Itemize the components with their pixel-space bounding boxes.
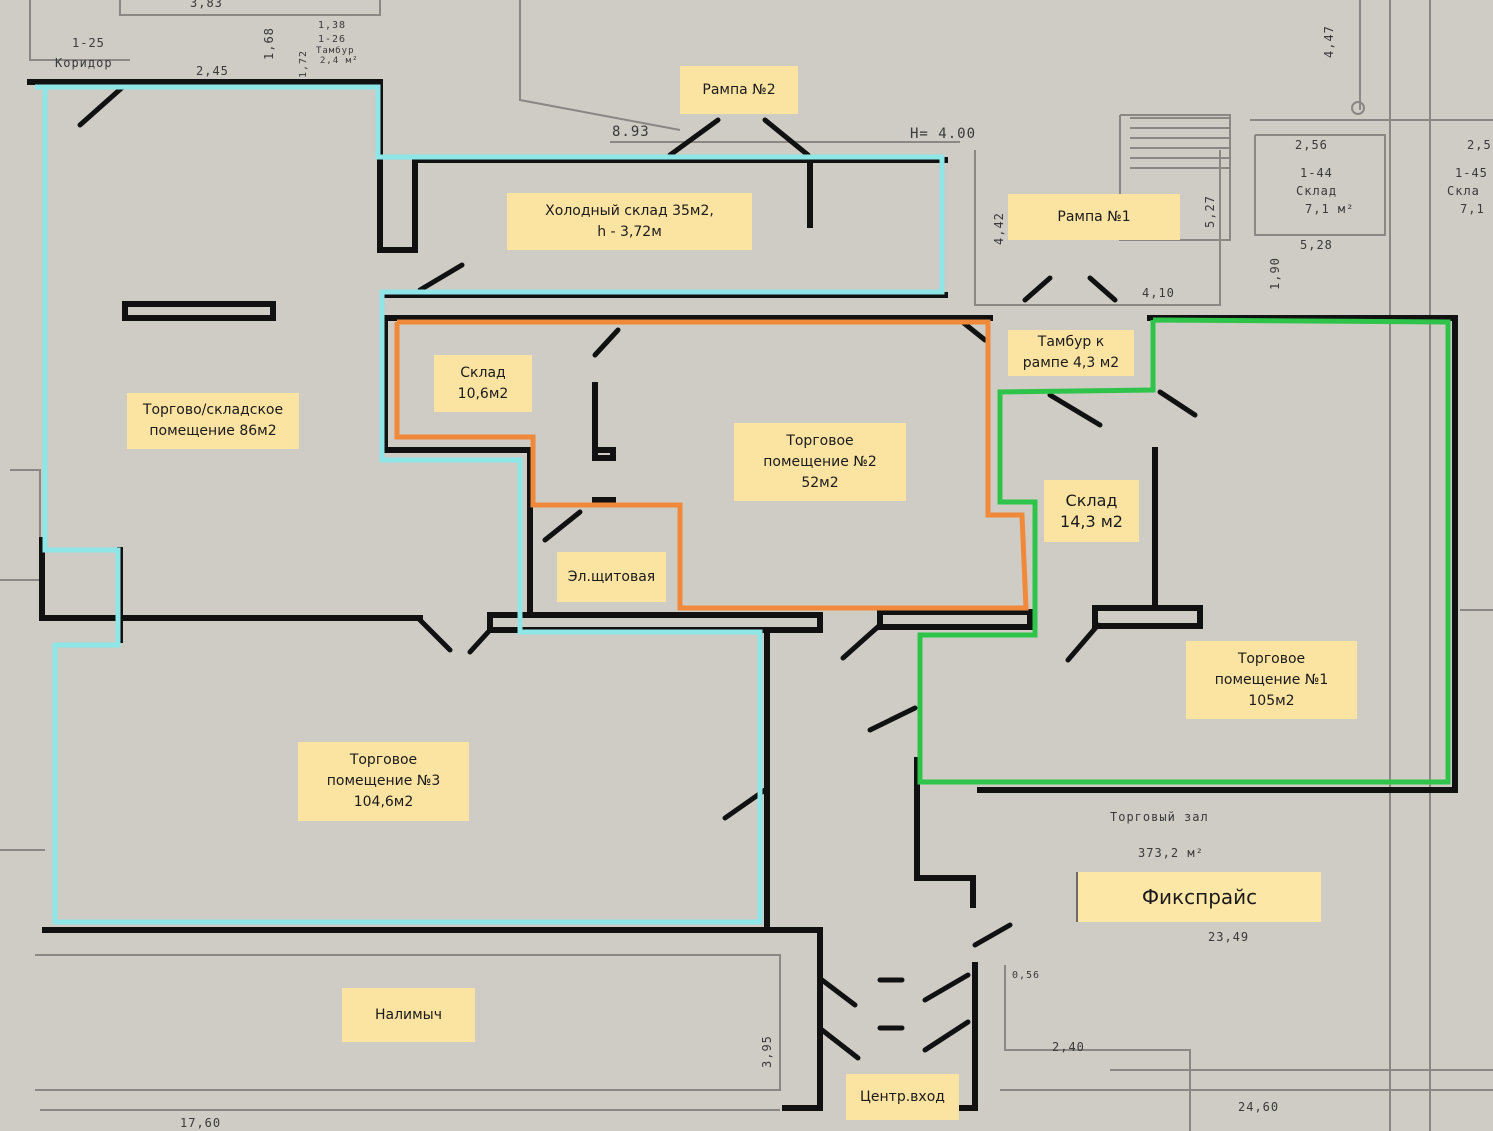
door-swings [77,82,1198,1061]
label-trade-1-line1: Торговое [1237,650,1306,667]
dim-240: 2,40 [1052,1040,1085,1054]
dim-71b: 7,1 [1460,202,1485,216]
dim-138: 1,38 [318,20,347,31]
dim-24: 2,4 м² [320,56,359,66]
outline-green [917,317,1451,785]
outline-orange [394,319,1029,611]
label-trade-3: Торговое помещение №3 104,6м2 [298,742,469,821]
label-vestibule-line1: Тамбур к [1037,334,1105,350]
dim-168: 1,68 [262,27,276,60]
label-ramp-1-text: Рампа №1 [1057,208,1131,225]
label-trade-3-line1: Торговое [349,752,418,768]
label-trade-2-line1: Торговое [786,432,854,449]
dim-528: 5,28 [1300,238,1333,252]
label-trade-1: Торговое помещение №1 105м2 [1186,641,1357,719]
label-trade-2: Торговое помещение №2 52м2 [734,423,906,501]
label-vestibule: Тамбур к рампе 4,3 м2 [1008,330,1134,376]
dim-1760: 17,60 [180,1116,222,1130]
dim-893: 8.93 [612,124,650,140]
dim-tambur: Тамбур [316,46,355,56]
dim-395: 3,95 [760,1035,774,1068]
label-ramp-2-text: Рампа №2 [702,81,776,98]
label-trade-1-line2: помещение №1 [1214,671,1329,688]
label-storage-10: Склад 10,6м2 [434,355,532,412]
label-neighbor-text: Налимыч [374,1006,443,1023]
label-storage-14-line1: Склад [1065,491,1118,510]
dim-125: 1-25 [72,36,105,50]
dim-447: 4,47 [1322,25,1336,58]
dim-25: 2,5 [1467,138,1492,152]
label-electrical: Эл.щитовая [557,552,666,602]
dim-256: 2,56 [1295,138,1328,152]
label-tenant: Фикспрайс [1076,872,1321,922]
label-ramp-2: Рампа №2 [680,66,798,114]
label-cold-storage-line1: Холодный склад 35м2, [545,202,714,219]
dim-145: 1-45 [1455,166,1488,180]
dim-corridor: Коридор [55,56,113,70]
dim-442: 4,42 [992,212,1006,245]
label-trade-3-line3: 104,6м2 [353,794,414,810]
dim-3732: 373,2 м² [1138,846,1204,860]
dim-190: 1,90 [1268,257,1282,290]
label-trade-2-line3: 52м2 [801,474,839,491]
dim-h400: Н= 4.00 [910,126,977,142]
dim-056: 0,56 [1012,970,1041,981]
label-storage-10-line2: 10,6м2 [457,385,509,402]
label-trade-1-line3: 105м2 [1248,692,1295,709]
label-trade-2-line2: помещение №2 [763,453,877,470]
label-cold-storage: Холодный склад 35м2, h - 3,72м [507,193,752,250]
label-vestibule-line2: рампе 4,3 м2 [1022,355,1120,371]
label-cold-storage-line2: h - 3,72м [597,223,662,240]
label-tenant-text: Фикспрайс [1141,884,1258,909]
label-main-entrance: Центр.вход [846,1074,959,1120]
label-trade-storage: Торгово/складское помещение 86м2 [127,393,299,449]
dim-2460: 24,60 [1238,1100,1280,1114]
dim-410: 4,10 [1142,286,1175,300]
dim-144: 1-44 [1300,166,1333,180]
label-trade-storage-line2: помещение 86м2 [149,423,277,439]
label-main-entrance-text: Центр.вход [860,1088,945,1105]
label-neighbor: Налимыч [342,988,475,1042]
label-storage-14: Склад 14,3 м2 [1044,480,1139,542]
dim-527: 5,27 [1203,195,1217,228]
label-trade-3-line2: помещение №3 [326,773,441,789]
label-electrical-text: Эл.щитовая [567,568,656,585]
label-storage-14-line2: 14,3 м2 [1060,512,1123,531]
outline-cyan [35,84,945,925]
dim-hall: Торговый зал [1110,810,1209,824]
dim-sklad: Склад [1296,184,1338,198]
dim-245: 2,45 [196,64,229,78]
dim-126: 1-26 [318,34,347,45]
dim-2349: 23,49 [1208,930,1250,944]
dim-71: 7,1 м² [1305,202,1355,216]
dim-172: 1,72 [298,49,309,78]
label-storage-10-line1: Склад [460,364,506,381]
dim-383: 3,83 [190,0,223,10]
dim-sklad2: Скла [1447,184,1480,198]
label-trade-storage-line1: Торгово/складское [142,402,284,418]
label-ramp-1: Рампа №1 [1008,194,1180,240]
